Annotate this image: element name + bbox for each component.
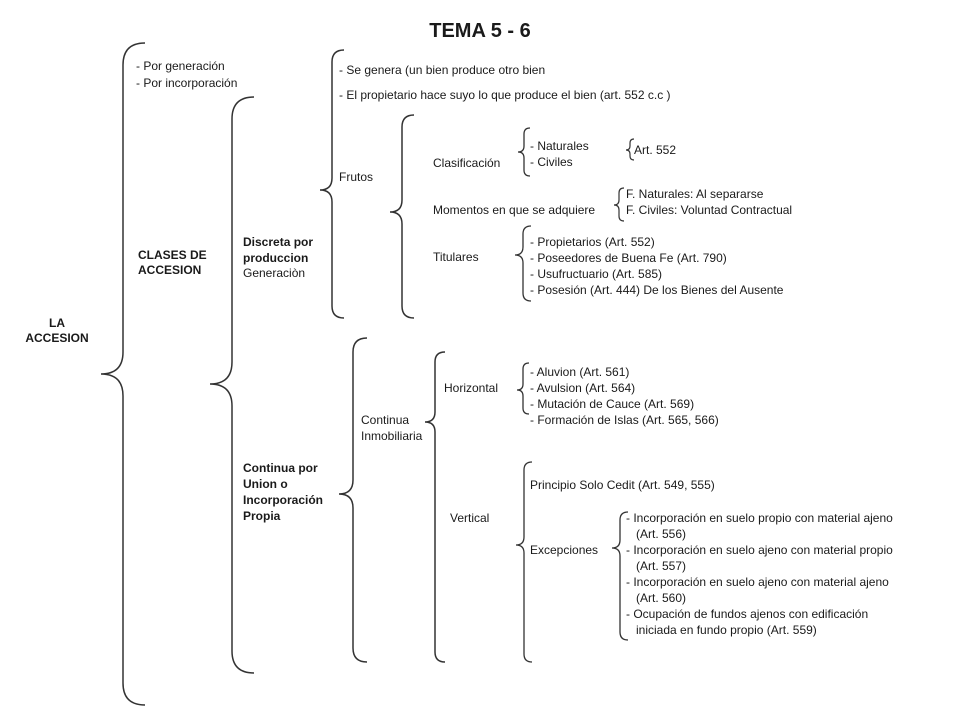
titulares-item-3: - Usufructuario (Art. 585) [530,267,663,281]
brace-horizontal-vertical [424,351,446,663]
produccion-item-1: - Se genera (un bien produce otro bien [339,63,546,77]
brace-clases [209,96,255,674]
excepcion-line-8: iniciada en fundo propio (Art. 559) [626,623,817,637]
clasificacion-ref: Art. 552 [634,143,677,157]
brace-root [100,42,146,706]
clasificacion-civiles: - Civiles [530,155,573,169]
brace-frutos [389,114,415,319]
continua-propia-line-3: Incorporación [243,493,324,507]
produccion-item-2: - El propietario hace suyo lo que produc… [339,88,671,102]
excepcion-line-1: - Incorporación en suelo propio con mate… [626,511,893,525]
brace-discreta [319,49,345,319]
titulares-item-1: - Propietarios (Art. 552) [530,235,655,249]
brace-clasificacion [517,127,531,177]
discreta-node-line-1: Discreta por [243,235,314,249]
excepcion-line-7: - Ocupación de fundos ajenos con edifica… [626,607,869,621]
brace-titulares [514,225,532,302]
discreta-node-line-2: produccion [243,251,309,265]
brace-horizontal-items [516,362,530,415]
momentos-civiles: F. Civiles: Voluntad Contractual [626,203,793,217]
brace-momentos [613,187,625,222]
excepcion-line-5: - Incorporación en suelo ajeno con mater… [626,575,889,589]
clases-node-line-1: CLASES DE [138,248,207,262]
modo-incorporacion: - Por incorporación [136,76,238,90]
discreta-node-line-3: Generaciòn [243,266,306,280]
momentos-label: Momentos en que se adquiere [433,203,596,217]
principio-solo-cedit: Principio Solo Cedit (Art. 549, 555) [530,478,715,492]
horizontal-item-2: - Avulsion (Art. 564) [530,381,636,395]
inmobiliaria-line-2: Inmobiliaria [361,429,423,443]
brace-inmobiliaria [338,337,368,663]
brace-art552 [625,138,635,161]
excepcion-line-4: (Art. 557) [626,559,687,573]
root-node-line-2: ACCESION [25,331,89,345]
brace-vertical [515,461,533,663]
excepcion-line-3: - Incorporación en suelo ajeno con mater… [626,543,893,557]
momentos-naturales: F. Naturales: Al separarse [626,187,764,201]
continua-propia-line-2: Union o [243,477,288,491]
vertical-label: Vertical [450,511,490,525]
frutos-label: Frutos [339,170,374,184]
horizontal-item-3: - Mutación de Cauce (Art. 569) [530,397,695,411]
titulares-item-4: - Posesión (Art. 444) De los Bienes del … [530,283,784,297]
titulares-item-2: - Poseedores de Buena Fe (Art. 790) [530,251,727,265]
clases-node-line-2: ACCESION [138,263,202,277]
excepcion-line-6: (Art. 560) [626,591,687,605]
titulares-label: Titulares [433,250,479,264]
excepciones-label: Excepciones [530,543,599,557]
horizontal-item-1: - Aluvion (Art. 561) [530,365,630,379]
horizontal-label: Horizontal [444,381,499,395]
continua-propia-line-1: Continua por [243,461,318,475]
excepcion-line-2: (Art. 556) [626,527,687,541]
clasificacion-naturales: - Naturales [530,139,589,153]
clasificacion-label: Clasificación [433,156,501,170]
continua-propia-line-4: Propia [243,509,281,523]
diagram-title: TEMA 5 - 6 [429,20,531,42]
modo-generacion: - Por generación [136,59,225,73]
root-node-line-1: LA [49,316,65,330]
brace-excepciones [611,511,629,641]
horizontal-item-4: - Formación de Islas (Art. 565, 566) [530,413,719,427]
inmobiliaria-line-1: Continua [361,413,410,427]
